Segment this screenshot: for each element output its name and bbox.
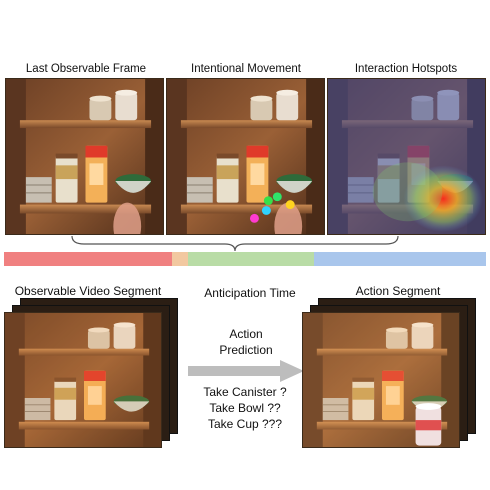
label-action-segment: Action Segment <box>355 284 441 298</box>
label-interaction-hotspots: Interaction Hotspots <box>354 63 458 75</box>
trajectory-dot-4 <box>272 192 282 202</box>
last-observable-frame-image <box>5 78 164 235</box>
action-segment-frame <box>302 312 460 448</box>
timeline-anticipation <box>188 252 314 266</box>
prediction-list: Take Canister ? Take Bowl ?? Take Cup ??… <box>186 384 304 432</box>
timeline-observable <box>4 252 172 266</box>
action-label-line1: Action <box>229 327 263 341</box>
prediction-arrow <box>188 360 304 382</box>
bracket-brace <box>71 235 399 252</box>
label-observable-video-segment: Observable Video Segment <box>14 284 162 298</box>
label-anticipation-time: Anticipation Time <box>204 286 296 300</box>
prediction-item: Take Cup ??? <box>207 417 283 431</box>
action-prediction-label: Action Prediction <box>196 326 296 358</box>
observable-video-frame <box>4 312 162 448</box>
timeline-action <box>314 252 486 266</box>
intentional-movement-image <box>166 78 325 235</box>
label-last-observable-frame: Last Observable Frame <box>25 63 147 75</box>
trajectory-dot-2 <box>261 206 271 215</box>
timeline-transition <box>172 252 188 266</box>
prediction-item: Take Canister ? <box>203 385 287 399</box>
trajectory-dot-3 <box>263 196 273 206</box>
trajectory-dot-5 <box>285 200 295 210</box>
action-label-line2: Prediction <box>219 343 273 357</box>
trajectory-dot-1 <box>249 213 259 223</box>
interaction-hotspots-image <box>327 78 486 235</box>
label-intentional-movement: Intentional Movement <box>191 63 301 75</box>
prediction-item: Take Bowl ?? <box>209 401 281 415</box>
